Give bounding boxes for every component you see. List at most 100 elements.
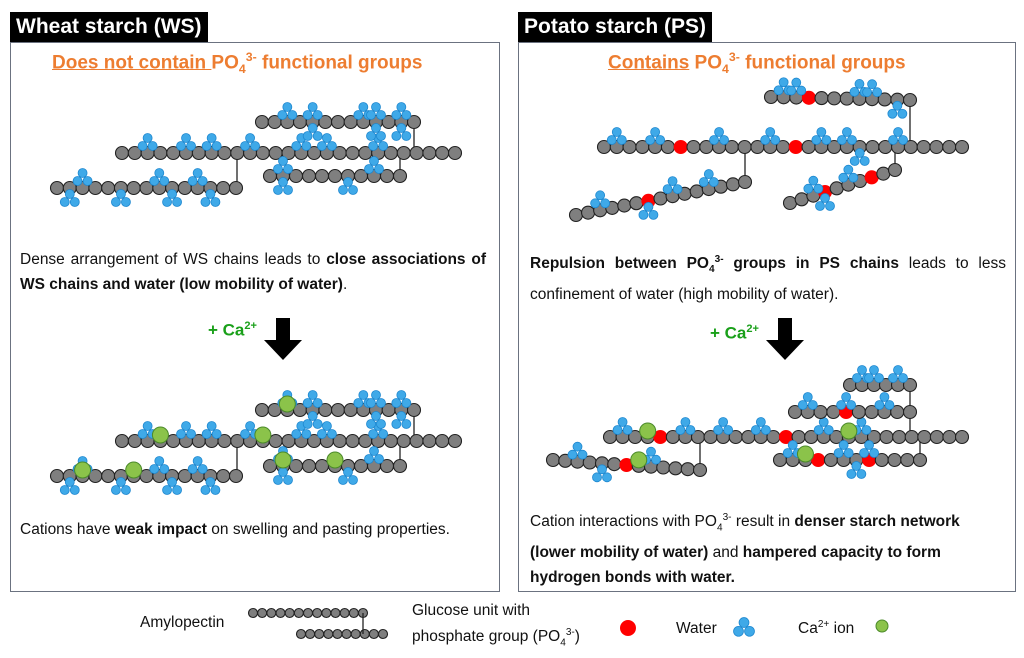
sup: 3- <box>565 627 575 638</box>
water-molecule-icon <box>846 469 857 479</box>
water-molecule-icon <box>600 198 611 209</box>
water-molecule-icon <box>116 189 126 199</box>
water-molecule-icon <box>172 197 182 207</box>
water-molecule-icon <box>273 185 283 195</box>
water-molecule-icon <box>869 448 879 458</box>
water-molecule-icon <box>823 425 834 435</box>
water-molecule-icon <box>378 141 389 151</box>
glucose-unit <box>247 607 259 619</box>
water-molecule-icon <box>302 131 313 141</box>
water-molecule-icon <box>376 398 386 408</box>
water-molecule-icon <box>371 123 381 133</box>
sub: 4 <box>709 264 715 276</box>
glucose-unit <box>305 628 316 640</box>
water-molecule-icon <box>162 485 172 495</box>
water-molecule-icon <box>186 429 196 439</box>
water-molecule-icon <box>302 398 313 408</box>
glucose-unit <box>312 607 323 619</box>
water-molecule-icon <box>893 365 903 375</box>
sup: 3- <box>245 50 257 64</box>
water-molecule-icon <box>245 133 255 143</box>
heading-underlined: Contains <box>608 52 690 74</box>
water-molecule-icon <box>713 425 724 435</box>
legend-amylopectin: Amylopectin <box>140 614 225 631</box>
water-molecule-icon <box>307 102 318 112</box>
water-molecule-icon <box>838 172 849 183</box>
bold-text: Repulsion between PO <box>530 255 709 273</box>
water-molecule-icon <box>857 365 867 375</box>
water-molecule-icon <box>250 141 260 151</box>
water-molecule-icon <box>172 485 182 495</box>
water-molecule-icon <box>838 440 849 450</box>
wheat-heading: Does not contain PO43- functional groups <box>52 50 422 76</box>
water-molecule-icon <box>192 456 203 466</box>
water-molecule-icon <box>787 440 798 450</box>
water-molecule-icon <box>898 135 908 145</box>
glucose-unit <box>392 458 408 474</box>
bold-text: hampered capacity to form hydrogen bonds… <box>530 544 941 587</box>
water-molecule-icon <box>859 156 870 166</box>
water-molecule-icon <box>760 425 771 435</box>
water-molecule-icon <box>646 446 656 457</box>
water-molecule-icon <box>391 110 402 120</box>
water-molecule-icon <box>376 110 386 120</box>
water-molecule-icon <box>770 135 781 145</box>
glucose-unit <box>954 139 970 155</box>
water-molecule-icon <box>206 421 217 431</box>
water-molecule-icon <box>312 398 323 408</box>
water-molecule-icon <box>149 176 160 186</box>
water-molecule-icon <box>159 176 170 186</box>
water-molecule-icon <box>187 176 198 186</box>
glucose-unit <box>302 607 314 619</box>
water-molecule-icon <box>283 185 293 195</box>
glucose-unit <box>359 628 370 640</box>
bold-text: close associations of WS chains and wate… <box>20 251 487 293</box>
water-molecule-icon <box>843 448 854 458</box>
water-molecule-icon <box>592 472 602 483</box>
water-molecule-icon <box>874 373 884 383</box>
sub: 4 <box>560 637 566 649</box>
water-molecule-icon <box>869 365 879 375</box>
glucose-unit <box>323 628 334 640</box>
water-molecule-icon <box>807 400 818 410</box>
water-molecule-icon <box>602 472 612 483</box>
water-molecule-icon <box>655 135 666 145</box>
text: Glucose unit with <box>412 602 531 619</box>
water-molecule-icon <box>302 110 313 120</box>
water-molecule-icon <box>59 485 70 495</box>
sup: 2+ <box>817 619 830 630</box>
water-molecule-icon <box>64 189 75 199</box>
water-molecule-icon <box>137 141 148 151</box>
text: Cation interactions with PO <box>530 513 717 531</box>
water-molecule-icon <box>811 135 822 145</box>
water-molecule-icon <box>369 446 379 456</box>
water-molecule-icon <box>371 102 381 112</box>
water-molecule-icon <box>322 133 332 143</box>
water-molecule-icon <box>338 185 348 195</box>
water-molecule-icon <box>301 141 312 151</box>
water-molecule-icon <box>617 417 628 427</box>
water-molecule-icon <box>240 429 250 439</box>
water-molecule-icon <box>307 390 318 400</box>
water-molecule-icon <box>888 135 898 145</box>
water-molecule-icon <box>312 131 323 141</box>
sub: 4 <box>722 62 729 77</box>
water-molecule-icon <box>401 419 412 429</box>
glucose-unit <box>266 607 277 619</box>
water-molecule-icon <box>205 189 216 199</box>
ca: + Ca <box>208 320 245 340</box>
bold-text: weak impact <box>114 521 207 538</box>
water-molecule-icon <box>796 85 807 96</box>
water-molecule-icon <box>364 164 374 174</box>
water-molecule-icon <box>864 373 874 383</box>
water-molecule-icon <box>307 123 318 133</box>
glucose-unit <box>887 162 903 178</box>
calcium-ion-icon <box>639 422 657 440</box>
water-molecule-icon <box>808 175 819 186</box>
water-molecule-icon <box>353 398 364 408</box>
water-molecule-icon <box>867 79 877 90</box>
water-molecule-icon <box>815 201 825 211</box>
water-molecule-icon <box>366 419 376 429</box>
glucose-unit <box>406 114 422 130</box>
